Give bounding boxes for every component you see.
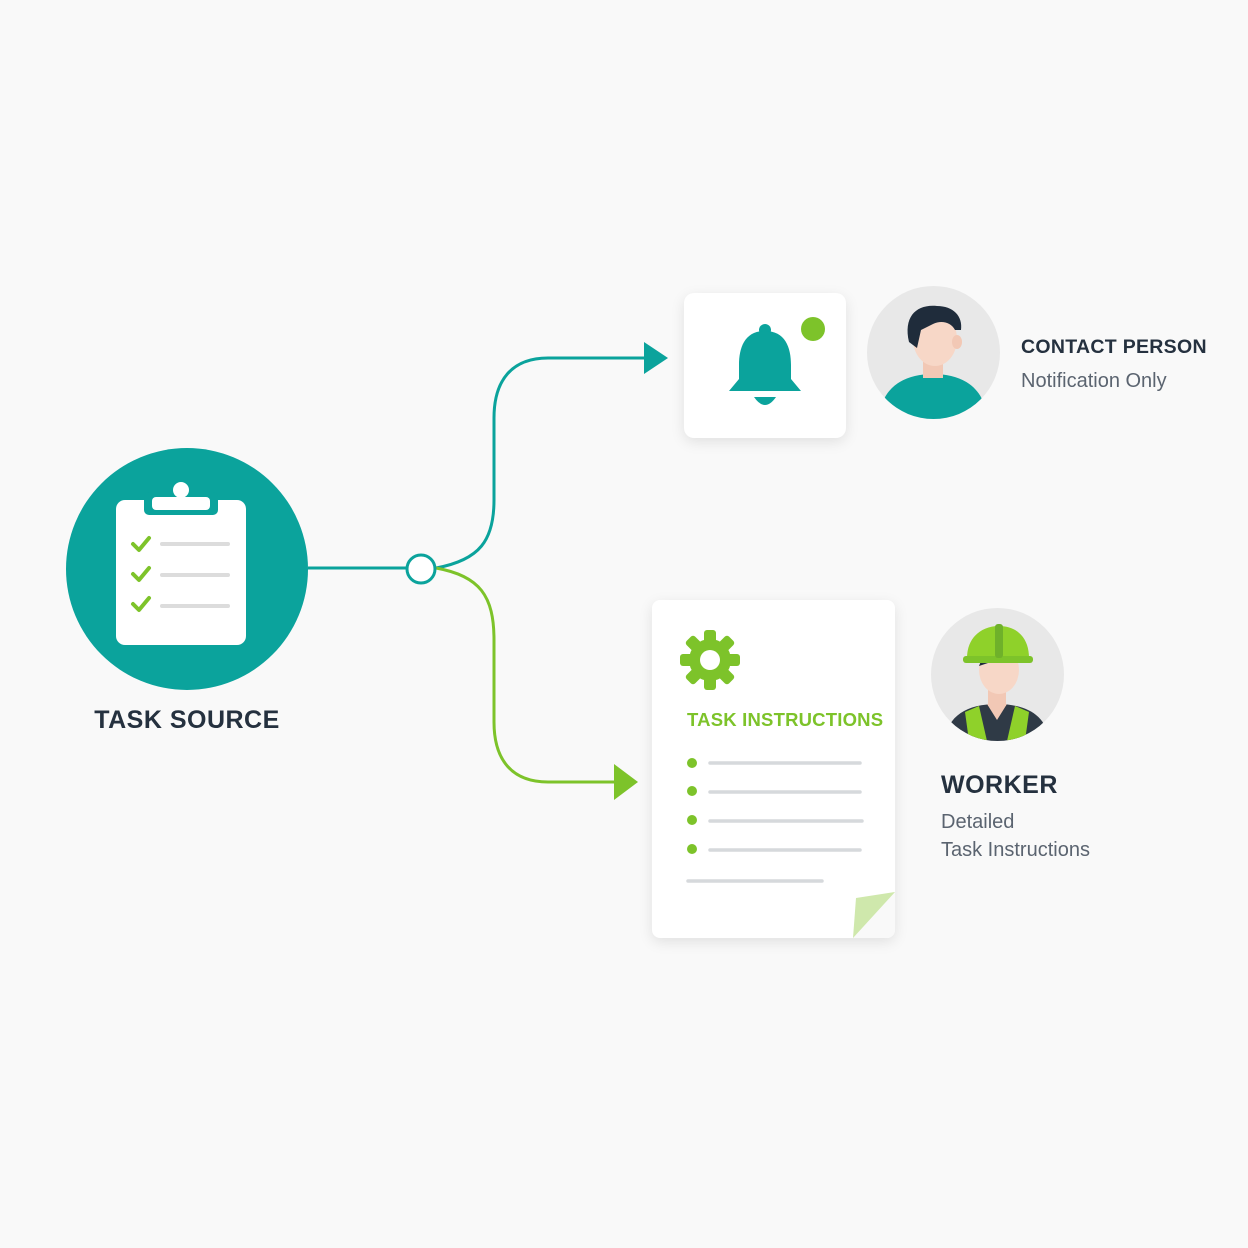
worker-description: Detailed Task Instructions: [941, 808, 1090, 864]
status-dot: [801, 317, 825, 341]
task-instructions-title: TASK INSTRUCTIONS: [687, 709, 884, 730]
worker-description-line-1: Detailed: [941, 811, 1015, 833]
worker-avatar: [931, 608, 1064, 741]
contact-person-title: CONTACT PERSON: [1021, 336, 1207, 358]
worker-description-line-2: Task Instructions: [941, 839, 1090, 861]
instruction-bullets: [687, 758, 697, 854]
task-instructions-document: TASK INSTRUCTIONS: [652, 600, 895, 938]
worker-title: WORKER: [941, 771, 1058, 799]
teal-arrowhead: [644, 342, 668, 374]
task-source-label: TASK SOURCE: [94, 706, 280, 734]
bell-icon: [729, 317, 825, 405]
contact-person-avatar: [867, 286, 1000, 419]
task-source-node: [66, 448, 308, 690]
contact-person-description: Notification Only: [1021, 370, 1167, 392]
clipboard-checklist-icon: [116, 482, 246, 645]
notification-card: [684, 293, 846, 438]
green-branch-line: [435, 566, 616, 784]
gear-icon: [680, 630, 740, 690]
teal-branch-line: [435, 356, 646, 570]
branch-hub-node: [405, 553, 437, 585]
green-arrowhead: [614, 764, 638, 800]
instruction-lines: [686, 761, 864, 883]
